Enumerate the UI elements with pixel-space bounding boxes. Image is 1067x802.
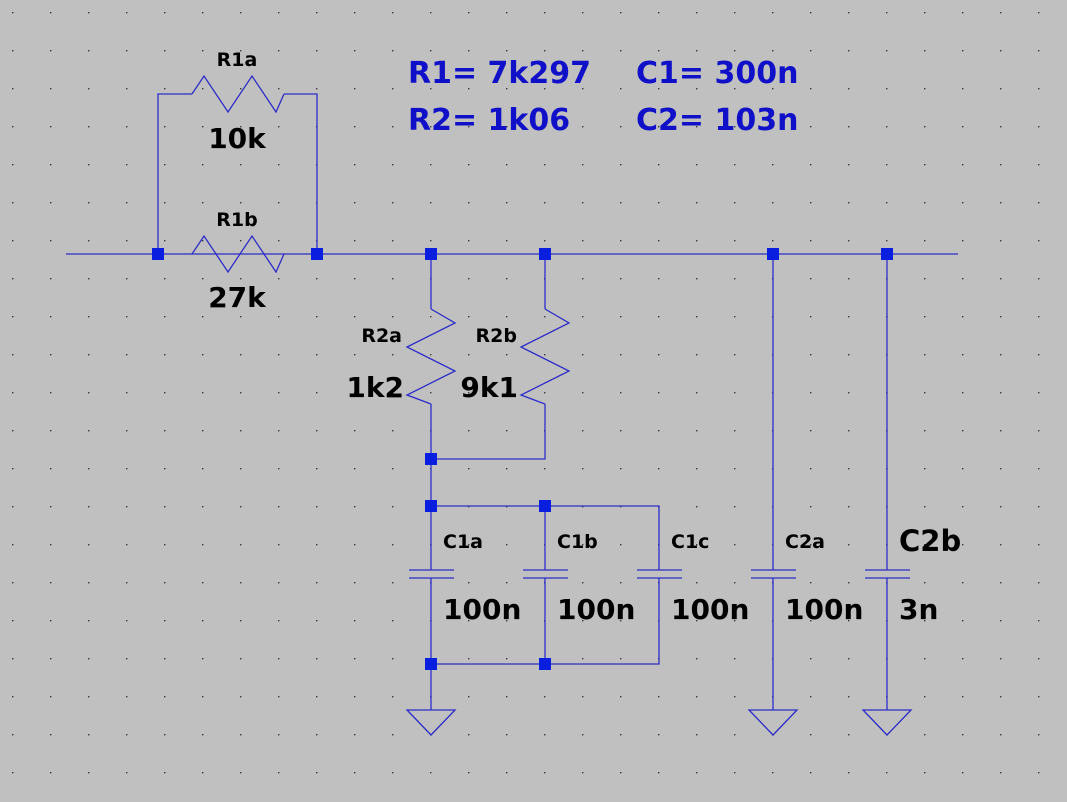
junction-dot — [311, 248, 323, 260]
label-c1c-value: 100n — [671, 593, 749, 626]
wire-r1a-loop-right — [284, 93, 318, 254]
junction-dot — [425, 453, 437, 465]
junctions — [152, 248, 893, 670]
label-c1a-name: C1a — [443, 531, 483, 553]
resistor-r2a-symbol[interactable] — [405, 308, 457, 405]
wire-r2b-bottom — [431, 404, 546, 460]
capacitor-c1c-symbol[interactable] — [637, 564, 682, 582]
label-r1a-value: 10k — [208, 122, 267, 155]
capacitor-c2a-symbol[interactable] — [751, 564, 796, 582]
junction-dot — [539, 500, 551, 512]
capacitor-c1a-symbol[interactable] — [409, 564, 454, 582]
summary-r2: R2= 1k06 — [408, 103, 570, 138]
label-c2b-value: 3n — [899, 593, 938, 626]
ground-icon — [861, 709, 913, 736]
wire-c1-top-bus — [431, 505, 660, 564]
label-c2a-value: 100n — [785, 593, 863, 626]
junction-dot — [425, 248, 437, 260]
capacitor-c2b-symbol[interactable] — [865, 564, 910, 582]
junction-dot — [539, 658, 551, 670]
label-r1a-name: R1a — [217, 49, 258, 71]
label-r2a-name: R2a — [361, 325, 402, 347]
label-c2b-name: C2b — [899, 524, 961, 558]
junction-dot — [767, 248, 779, 260]
resistor-r1a-symbol[interactable] — [191, 74, 285, 114]
label-c1a-value: 100n — [443, 593, 521, 626]
capacitor-c1b-symbol[interactable] — [523, 564, 568, 582]
wire-r1a-loop-left — [157, 93, 192, 254]
label-r2b-value: 9k1 — [460, 371, 518, 404]
label-c2a-name: C2a — [785, 531, 825, 553]
label-c1b-name: C1b — [557, 531, 598, 553]
label-r1b-name: R1b — [216, 209, 257, 231]
resistor-r1b-symbol[interactable] — [191, 234, 285, 274]
junction-dot — [152, 248, 164, 260]
wires — [66, 93, 958, 710]
summary-c2: C2= 103n — [636, 103, 798, 138]
label-c1b-value: 100n — [557, 593, 635, 626]
label-r2b-name: R2b — [476, 325, 517, 347]
resistor-r2b-symbol[interactable] — [519, 308, 571, 405]
junction-dot — [425, 500, 437, 512]
label-r2a-value: 1k2 — [346, 371, 404, 404]
summary-c1: C1= 300n — [636, 56, 798, 91]
summary-r1: R1= 7k297 — [408, 56, 591, 91]
ground-icon — [405, 709, 457, 736]
wire-c1c-bottom — [431, 582, 660, 665]
label-r1b-value: 27k — [208, 281, 267, 314]
junction-dot — [425, 658, 437, 670]
grid-dots — [12, 12, 1040, 774]
ground-icon — [747, 709, 799, 736]
junction-dot — [539, 248, 551, 260]
label-c1c-name: C1c — [671, 531, 709, 553]
junction-dot — [881, 248, 893, 260]
